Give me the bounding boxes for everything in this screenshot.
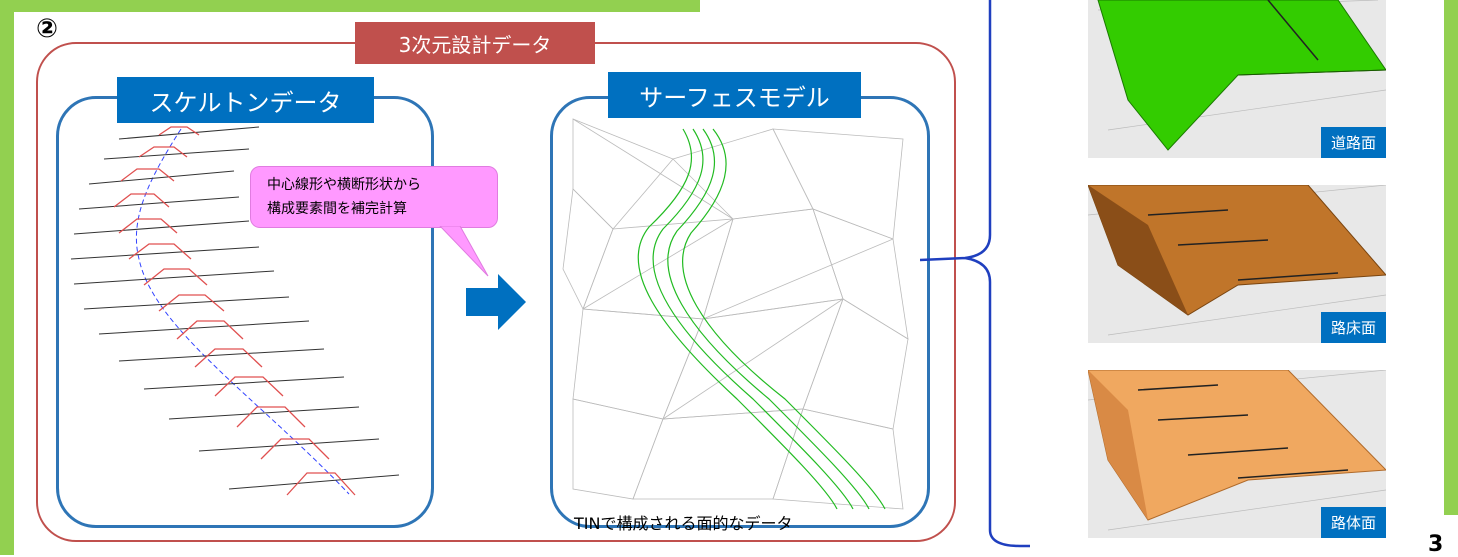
brace-connector: [920, 0, 1030, 548]
surface-model-title: サーフェスモデル: [608, 72, 861, 118]
tin-mesh-image: [562, 118, 909, 510]
skeleton-panel: [56, 96, 434, 528]
surface-label-road: 道路面: [1320, 127, 1386, 158]
surface-thumb-embankment: 路体面: [1088, 370, 1386, 538]
left-green-bar: [0, 0, 14, 555]
top-green-bar: [0, 0, 700, 12]
page-number: 3: [1428, 532, 1444, 557]
surface-thumb-subgrade: 路床面: [1088, 185, 1386, 343]
surface-label-subgrade: 路床面: [1320, 312, 1386, 343]
surface-thumb-road: 道路面: [1088, 0, 1386, 158]
skeleton-image: [70, 126, 400, 496]
tin-caption: TINで構成される面的なデータ: [574, 514, 793, 533]
interpolation-callout: 中心線形や横断形状から 構成要素間を補完計算: [250, 166, 498, 228]
group-tag: 3次元設計データ: [355, 22, 595, 64]
right-arrow-icon: [466, 274, 526, 330]
step-number: ②: [36, 14, 59, 44]
callout-line-2: 構成要素間を補完計算: [267, 201, 407, 217]
callout-pointer: [439, 226, 489, 277]
surface-label-embankment: 路体面: [1320, 507, 1386, 538]
surface-model-panel: [550, 96, 930, 528]
skeleton-title: スケルトンデータ: [117, 77, 374, 123]
callout-line-1: 中心線形や横断形状から: [267, 177, 421, 193]
right-green-bar: [1444, 0, 1458, 515]
